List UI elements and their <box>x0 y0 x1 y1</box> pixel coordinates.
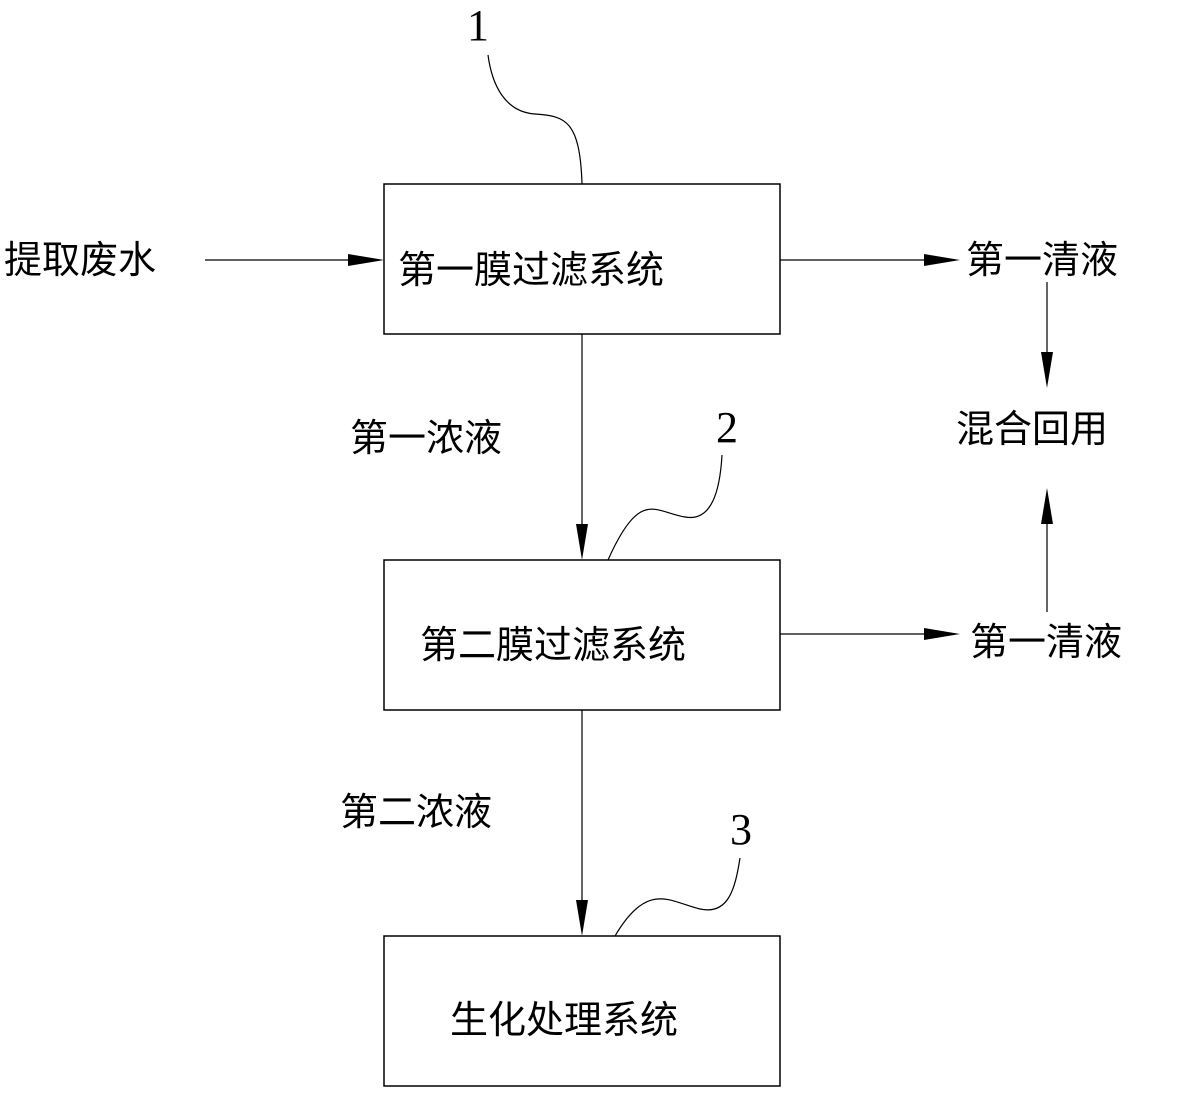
first-clear-liquid-label-top: 第一清液 <box>966 238 1118 282</box>
ref-number-1: 1 <box>467 1 489 50</box>
first-clear-liquid-label-bottom: 第一清液 <box>970 620 1122 664</box>
box2-label: 第二膜过滤系统 <box>420 623 686 667</box>
input-arrow-head <box>348 254 384 266</box>
leader-line-2 <box>607 454 723 561</box>
leader-line-3 <box>614 857 741 937</box>
concentrate1-arrow-head <box>576 524 588 560</box>
input-waste-water-label: 提取废水 <box>4 238 156 282</box>
clear2-arrow-head <box>924 628 960 640</box>
concentrate2-arrow-head <box>576 900 588 936</box>
first-concentrate-label: 第一浓液 <box>350 416 502 460</box>
ref-number-2: 2 <box>716 403 738 452</box>
second-membrane-filtration-box <box>383 559 781 711</box>
clear1-to-reuse-arrow-head <box>1041 352 1053 388</box>
leader-line-1 <box>487 54 583 185</box>
mixed-reuse-label: 混合回用 <box>956 407 1108 451</box>
first-membrane-filtration-box <box>383 183 781 335</box>
clear2-to-reuse-arrow-head <box>1041 488 1053 524</box>
clear1-arrow-head <box>924 254 960 266</box>
box3-label: 生化处理系统 <box>450 998 678 1042</box>
second-concentrate-label: 第二浓液 <box>340 790 492 834</box>
box1-label: 第一膜过滤系统 <box>398 248 664 292</box>
ref-number-3: 3 <box>730 805 752 854</box>
